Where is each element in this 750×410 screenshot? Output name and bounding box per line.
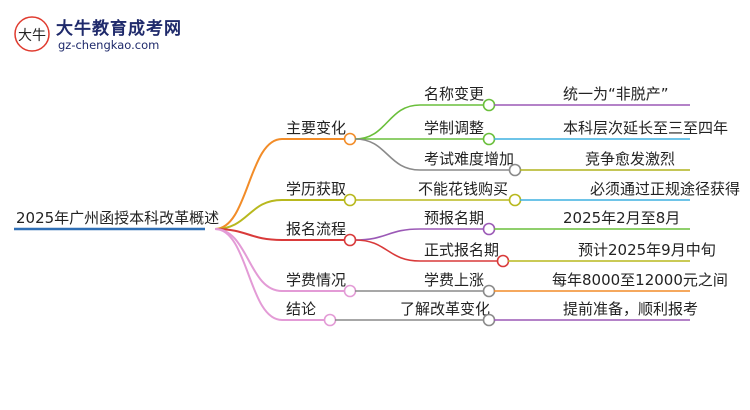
root-node-label: 2025年广州函授本科改革概述 bbox=[16, 209, 219, 227]
child-label: 预报名期 bbox=[424, 209, 484, 227]
detail-label: 2025年2月至8月 bbox=[563, 209, 680, 227]
child-node[interactable] bbox=[482, 284, 496, 298]
child-label: 了解改革变化 bbox=[400, 300, 490, 318]
child-node[interactable] bbox=[482, 132, 496, 146]
child-label: 学费上涨 bbox=[424, 271, 484, 289]
child-connector bbox=[354, 228, 421, 241]
detail-label: 预计2025年9月中旬 bbox=[578, 241, 716, 259]
branch-label: 主要变化 bbox=[286, 119, 346, 137]
branch-connector-3 bbox=[214, 228, 283, 292]
branch-node-2[interactable] bbox=[343, 233, 357, 247]
child-label: 名称变更 bbox=[424, 85, 484, 103]
child-node[interactable] bbox=[482, 313, 496, 327]
brand-logo[interactable]: 大牛 大牛教育成考网 gz-chengkao.com bbox=[14, 12, 214, 58]
brand-url[interactable]: gz-chengkao.com bbox=[58, 38, 160, 52]
child-label: 学制调整 bbox=[424, 119, 484, 137]
brand-name: 大牛教育成考网 bbox=[56, 19, 182, 39]
branch-node-1[interactable] bbox=[343, 193, 357, 207]
child-connector bbox=[354, 104, 421, 140]
branch-node-4[interactable] bbox=[323, 313, 337, 327]
child-label: 考试难度增加 bbox=[424, 150, 514, 168]
branch-connector-4 bbox=[214, 228, 283, 321]
branch-connector-2 bbox=[214, 228, 283, 241]
detail-label: 必须通过正规途径获得 bbox=[590, 180, 740, 198]
child-connector bbox=[354, 239, 421, 262]
logo-mark-icon: 大牛 bbox=[14, 16, 50, 52]
detail-label: 竞争愈发激烈 bbox=[585, 150, 675, 168]
child-connector bbox=[354, 138, 421, 171]
detail-label: 提前准备，顺利报考 bbox=[563, 300, 698, 318]
detail-label: 本科层次延长至三至四年 bbox=[563, 119, 728, 137]
child-label: 正式报名期 bbox=[424, 241, 499, 259]
child-node[interactable] bbox=[496, 254, 510, 268]
branch-node-3[interactable] bbox=[343, 284, 357, 298]
child-node[interactable] bbox=[508, 193, 522, 207]
child-node[interactable] bbox=[482, 98, 496, 112]
branch-connector-0 bbox=[214, 138, 283, 230]
logo-glyph: 大牛 bbox=[18, 28, 46, 44]
child-label: 不能花钱购买 bbox=[418, 180, 508, 198]
child-node[interactable] bbox=[482, 222, 496, 236]
detail-label: 统一为“非脱产” bbox=[563, 85, 669, 103]
branch-connector-1 bbox=[214, 199, 283, 230]
child-node[interactable] bbox=[508, 163, 522, 177]
branch-node-0[interactable] bbox=[343, 132, 357, 146]
branch-label: 结论 bbox=[286, 300, 316, 318]
branch-label: 学费情况 bbox=[286, 271, 346, 289]
branch-label: 学历获取 bbox=[286, 180, 346, 198]
detail-label: 每年8000至12000元之间 bbox=[552, 271, 728, 289]
branch-label: 报名流程 bbox=[286, 220, 346, 238]
